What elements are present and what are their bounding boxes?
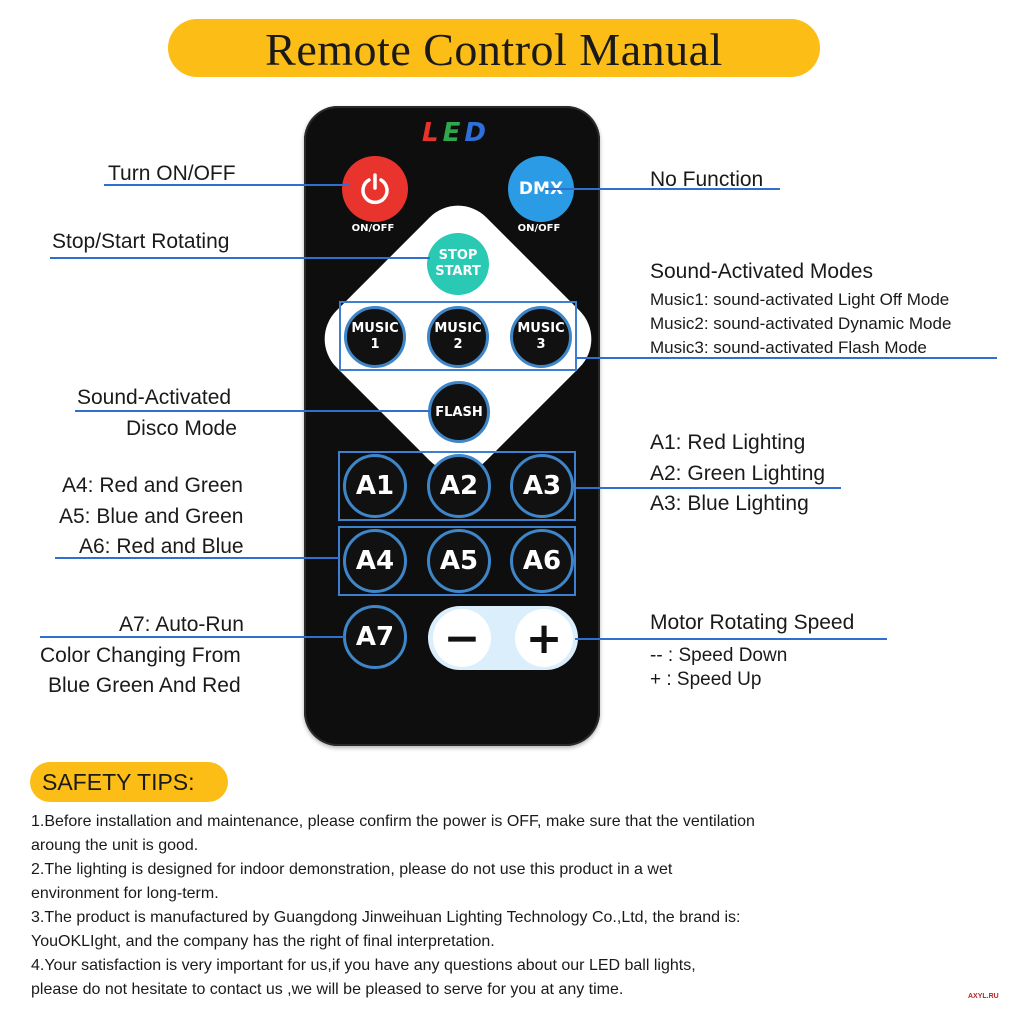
safety-tip-line: please do not hesitate to contact us ,we… [31,981,624,998]
stop-start-rotating-label: Stop/Start Rotating [52,230,230,253]
a5-button[interactable]: A5 [427,529,491,593]
safety-tip-line: 1.Before installation and maintenance, p… [31,813,755,830]
music-1-button[interactable]: MUSIC 1 [344,306,406,368]
sound-modes-title: Sound-Activated Modes [650,260,873,283]
motor-leader [575,638,887,640]
turn-on-off-label: Turn ON/OFF [108,162,236,185]
safety-tip-line: 3.The product is manufactured by Guangdo… [31,909,741,926]
no-function-leader [545,188,780,190]
logo-letter-l: L [422,118,443,148]
a7-description-line2: Color Changing From [40,644,241,667]
safety-tip-line: aroung the unit is good. [31,837,199,854]
safety-tips-banner: SAFETY TIPS: [30,762,228,802]
a1-a3-outline [338,451,576,521]
motor-speed-title: Motor Rotating Speed [650,611,855,634]
power-button[interactable] [342,156,408,222]
a7-description-line3: Blue Green And Red [48,674,241,697]
a1-a3-leader [576,487,841,489]
a1-button[interactable]: A1 [343,454,407,518]
safety-tips-list: 1.Before installation and maintenance, p… [31,810,891,1002]
disco-label-line1: Sound-Activated [77,386,232,409]
a6-button[interactable]: A6 [510,529,574,593]
safety-tip-line: environment for long-term. [31,885,219,902]
a3-description: A3: Blue Lighting [650,492,809,515]
speed-down-description: -- : Speed Down [650,645,788,666]
disco-leader [75,410,430,412]
flash-button[interactable]: FLASH [428,381,490,443]
a4-description: A4: Red and Green [62,474,243,497]
music-3-button[interactable]: MUSIC 3 [510,306,572,368]
dmx-sub-label: ON/OFF [517,223,561,234]
sound-modes-leader [577,357,997,359]
speed-down-button[interactable]: − [433,609,491,667]
no-function-label: No Function [650,168,764,191]
power-sub-label: ON/OFF [351,223,395,234]
music-1-label: MUSIC [351,321,399,336]
a6-description: A6: Red and Blue [79,535,244,558]
led-logo: LED [422,118,492,154]
music-3-number: 3 [536,337,546,352]
music-group-outline [339,301,577,371]
music-2-button[interactable]: MUSIC 2 [427,306,489,368]
a4-a6-outline [338,526,576,596]
a3-button[interactable]: A3 [510,454,574,518]
a4-a6-leader [55,557,339,559]
a2-description: A2: Green Lighting [650,462,826,485]
turn-on-off-leader [104,184,350,186]
safety-tip-line: 2.The lighting is designed for indoor de… [31,861,673,878]
safety-tip-line: 4.Your satisfaction is very important fo… [31,957,696,974]
a1-description: A1: Red Lighting [650,431,806,454]
music-2-label: MUSIC [434,321,482,336]
power-icon [361,173,389,205]
safety-tips-heading: SAFETY TIPS: [42,769,195,795]
a7-button[interactable]: A7 [343,605,407,669]
a4-button[interactable]: A4 [343,529,407,593]
title-banner: Remote Control Manual [168,19,820,77]
logo-letter-e: E [442,118,465,148]
music-3-label: MUSIC [517,321,565,336]
watermark: AXYL.RU [968,993,999,1000]
a2-button[interactable]: A2 [427,454,491,518]
sound-mode-2: Music2: sound-activated Dynamic Mode [650,314,952,333]
music-2-number: 2 [453,337,463,352]
logo-letter-d: D [464,118,490,148]
a7-description-line1: A7: Auto-Run [119,613,244,636]
sound-mode-3: Music3: sound-activated Flash Mode [650,338,927,357]
a7-leader [40,636,345,638]
sound-mode-1: Music1: sound-activated Light Off Mode [650,290,950,309]
a5-description: A5: Blue and Green [59,505,244,528]
page-title: Remote Control Manual [265,24,723,75]
speed-up-button[interactable]: + [515,609,573,667]
disco-label-line2: Disco Mode [126,417,237,440]
speed-up-description: + : Speed Up [650,669,762,690]
stop-start-leader [50,257,430,259]
stop-start-button[interactable]: STOP START [427,233,489,295]
start-label: START [435,264,481,279]
stop-label: STOP [438,248,478,263]
safety-tip-line: YouOKLIght, and the company has the righ… [31,933,495,950]
music-1-number: 1 [370,337,380,352]
